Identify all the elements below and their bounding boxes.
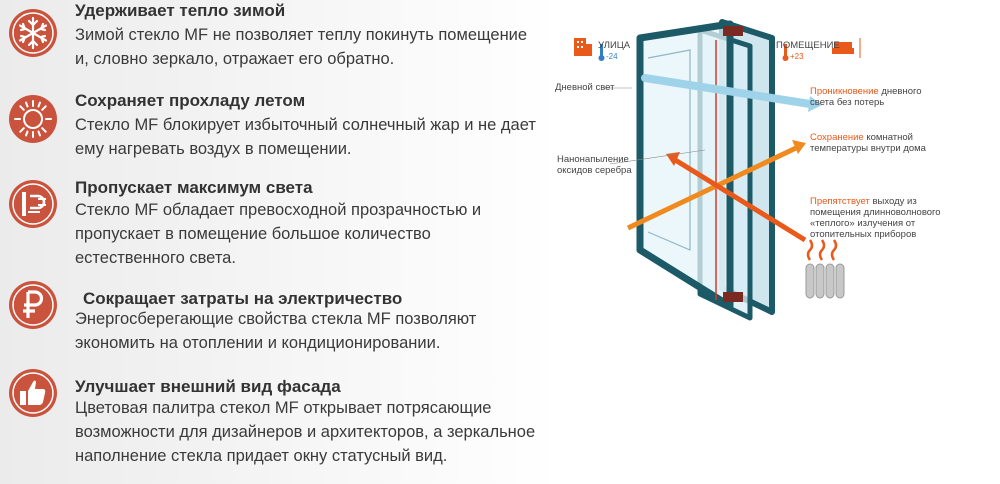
glazing-diagram: УЛИЦА -24 ПОМЕЩЕНИЕ +23 Дневной свет Нан…	[540, 0, 1000, 484]
benefit-description: Цветовая палитра стекол MF открывает пот…	[75, 399, 536, 465]
radiator-icon	[805, 239, 845, 299]
street-temp: -24	[606, 52, 618, 61]
snowflake-icon	[8, 8, 58, 58]
spacer-bottom	[723, 292, 743, 302]
room-temp: +23	[790, 52, 804, 61]
daylight-arrow	[641, 74, 814, 108]
radiant-heat-arrow	[670, 155, 807, 243]
benefit-title: Пропускает максимум света	[75, 178, 313, 197]
benefit-description: Стекло MF обладает превосходной прозрачн…	[75, 201, 482, 267]
room-label: ПОМЕЩЕНИЕ	[776, 40, 840, 51]
benefit-title: Сохраняет прохладу летом	[75, 91, 306, 110]
ruble-icon	[8, 280, 58, 330]
note-daylight: Проникновение дневного света без потерь	[810, 86, 922, 108]
benefit-description: Энергосберегающие свойства стекла MF поз…	[75, 310, 477, 352]
room-thermometer-icon	[782, 44, 789, 61]
coating-label: Нанонапыление оксидов серебра	[557, 154, 632, 176]
spacer-top	[723, 26, 743, 36]
note-radiation: Препятствует выходу из помещения длиннов…	[810, 196, 941, 240]
sofa-icon	[832, 38, 861, 58]
street-thermometer-icon	[598, 44, 605, 61]
sun-icon	[8, 94, 58, 144]
benefit-title: Улучшает внешний вид фасада	[75, 377, 341, 396]
benefit-description: Стекло MF блокирует избыточный солнечный…	[75, 116, 536, 158]
thumbs-up-icon	[8, 368, 58, 418]
building-icon	[574, 38, 592, 56]
heat-return-arrow	[626, 145, 798, 231]
street-label: УЛИЦА	[598, 40, 631, 51]
benefit-description: Зимой стекло MF не позволяет теплу покин…	[75, 26, 528, 68]
window-illustration	[574, 19, 861, 321]
daylight-label: Дневной свет	[555, 82, 615, 93]
benefits-panel: Удерживает тепло зимой Зимой стекло MF н…	[0, 0, 560, 484]
benefit-title: Удерживает тепло зимой	[75, 1, 286, 20]
note-temperature: Сохранение комнатной температуры внутри …	[810, 132, 926, 154]
benefit-title: Сокращает затраты на электричество	[83, 289, 403, 308]
heat-shield-icon	[8, 179, 58, 229]
